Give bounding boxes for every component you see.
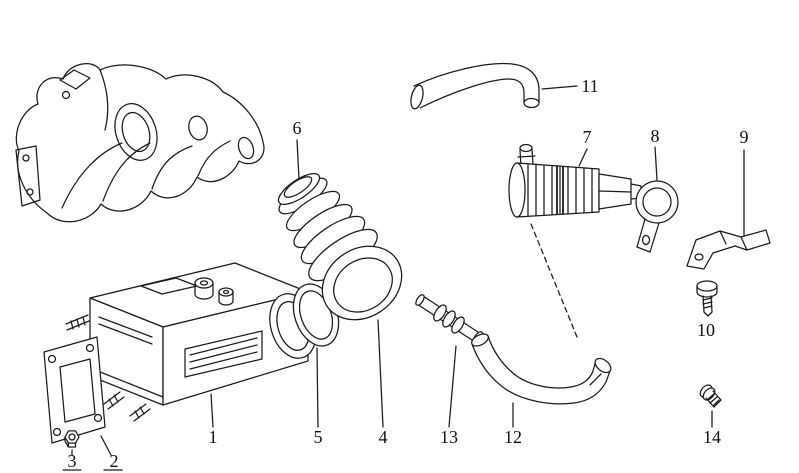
clamp-screw-drawing [699,384,722,408]
idle-valve-drawing [508,143,642,218]
callout-5: 5 [313,427,323,447]
callout-3: 3 [67,451,77,471]
callout-4: 4 [378,427,388,447]
callout-10: 10 [697,320,715,340]
callout-6: 6 [292,118,302,138]
rubber-boot-drawing [277,173,403,321]
callout-11: 11 [581,76,599,96]
air-flow-meter-drawing [65,262,317,422]
water-hose-drawing [471,333,612,405]
clamp-holder-drawing [635,180,679,253]
bracket-drawing [686,229,771,270]
hex-nut-drawing [64,430,80,448]
leader-lines [62,85,745,471]
screw-drawing [696,280,718,317]
vent-hose-drawing [410,62,540,110]
callout-1: 1 [208,427,218,447]
callout-13: 13 [440,427,458,447]
gasket-plate-drawing [43,336,106,444]
callout-9: 9 [739,127,749,147]
callout-14: 14 [703,427,721,447]
intake-manifold-drawing [15,62,265,223]
callout-2: 2 [109,451,119,471]
callout-7: 7 [582,127,592,147]
callout-12: 12 [504,427,522,447]
callout-8: 8 [650,126,660,146]
